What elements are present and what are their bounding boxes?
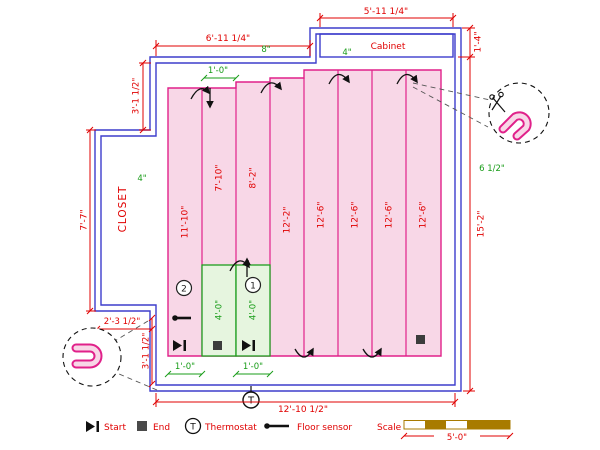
detail-callout-left (62, 320, 158, 391)
scissors-icon (489, 91, 506, 113)
room-inner-wall (100, 33, 456, 386)
loop-length-label: 12'-6" (385, 201, 395, 228)
end-marker (213, 341, 222, 350)
dim-left-upper: 3'-1 1/2" (132, 59, 151, 134)
scale-bar: 5'-0" (400, 420, 514, 443)
loop-length-label: 8'-2" (249, 167, 259, 188)
thermostat-symbol: T (247, 396, 255, 407)
dim-loop-bottom-offset-2: 1'-0" (232, 362, 274, 378)
dim-label: 1'-0" (208, 66, 228, 76)
dim-right-gap: 6 1/2" (479, 164, 505, 174)
dim-entry-y: 3'-1 1/2" (142, 314, 156, 388)
loop-number-label: 2 (181, 285, 187, 295)
dim-top-step: 8" (261, 45, 270, 55)
dim-cabinet-gap: 4" (342, 48, 351, 58)
dim-label: 3'-1 1/2" (142, 333, 152, 370)
dim-label: 7'-7" (80, 209, 90, 230)
loop-number-1: 1 (244, 276, 262, 294)
floor-sensor-marker (172, 315, 191, 321)
loop-number-label: 1 (250, 282, 256, 292)
dim-label: 12'-10 1/2" (278, 405, 328, 415)
legend-thermostat-symbol: T (189, 423, 196, 433)
start-marker (173, 340, 186, 351)
dim-label: 2'-3 1/2" (104, 317, 141, 327)
closet-label: CLOSET (117, 186, 129, 233)
legend-start-icon (86, 421, 99, 432)
legend-thermostat-label: Thermostat (204, 423, 257, 433)
dim-label: 1'-4" (474, 31, 484, 52)
dim-loop-top-offset: 1'-0" (200, 66, 240, 82)
legend-end-icon (137, 421, 147, 431)
legend-floor-sensor-label: Floor sensor (297, 423, 352, 433)
dim-cabinet-height: 1'-4" (458, 24, 484, 58)
dim-closet-height: 7'-7" (80, 126, 96, 315)
detail-callout-circle (62, 327, 122, 387)
loop-length-label: 11'-10" (181, 206, 191, 239)
start-marker (242, 340, 255, 351)
room-outer-wall (94, 27, 462, 392)
end-marker (416, 335, 425, 344)
flow-arrows (190, 73, 418, 358)
cabinet-label: Cabinet (371, 42, 406, 52)
dim-loop-bottom-offset-1: 1'-0" (164, 362, 206, 378)
loop-length-label: 12'-6" (419, 201, 429, 228)
green-loop-length-label: 4'-0" (249, 300, 259, 320)
legend-floor-sensor-icon (264, 423, 289, 429)
loop-number-2: 2 (175, 279, 193, 297)
legend-end-label: End (153, 423, 170, 433)
dim-bottom-width: 12'-10 1/2" (152, 393, 459, 415)
dim-label: 5'-11 1/4" (364, 7, 408, 17)
green-loop-length-label: 4'-0" (215, 300, 225, 320)
legend: Start End T Thermostat Floor sensor Scal… (86, 417, 514, 443)
legend-scale-label: Scale (377, 423, 402, 433)
dim-room-height: 15'-2" (463, 53, 487, 395)
detail-callout-right (412, 82, 550, 144)
dim-closet-gap: 4" (137, 174, 146, 184)
cabinet-outline (319, 33, 454, 58)
dim-label: 6'-11 1/4" (206, 34, 250, 44)
loop-length-labels: 11'-10" 7'-10" 8'-2" 12'-2" 12'-6" 12'-6… (181, 164, 429, 320)
dim-cabinet-width: 5'-11 1/4" (316, 7, 457, 27)
dim-label: 3'-1 1/2" (132, 78, 142, 115)
dim-top-width: 6'-11 1/4" 8" (152, 34, 314, 56)
dim-label: 1'-0" (243, 362, 263, 372)
loop-length-label: 12'-2" (283, 206, 293, 233)
loop-length-label: 12'-6" (317, 201, 327, 228)
loop-length-label: 12'-6" (351, 201, 361, 228)
dim-label: 15'-2" (477, 210, 487, 237)
legend-start-label: Start (104, 423, 126, 433)
legend-thermostat-icon (184, 417, 202, 435)
thermostat: T (242, 386, 260, 409)
dim-label: 1'-0" (175, 362, 195, 372)
scale-length-label: 5'-0" (447, 433, 467, 443)
loop-length-label: 7'-10" (215, 164, 225, 191)
